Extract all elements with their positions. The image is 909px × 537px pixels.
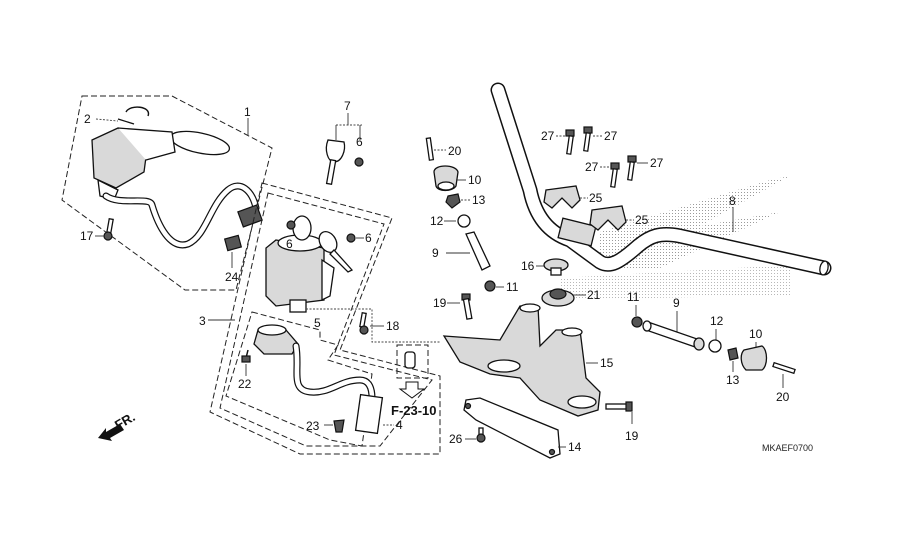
callout-19-right: 19 [625, 429, 639, 443]
callout-27-d: 27 [650, 156, 664, 170]
assembly-box-3 [209, 182, 441, 455]
part-circlip [125, 106, 150, 117]
part-collar-12-left [457, 214, 471, 228]
part-collar-12-right [708, 339, 722, 353]
part-shaft-9-right [642, 320, 705, 351]
callout-25-lower: 25 [635, 213, 649, 227]
part-insert-13-left [445, 193, 461, 209]
callout-10-left: 10 [468, 173, 482, 187]
part-lock-wire [292, 342, 376, 402]
part-clip-23 [333, 419, 345, 433]
part-weight-10-right [740, 345, 768, 371]
callout-11-right: 11 [627, 290, 640, 304]
callout-13-right: 13 [726, 373, 740, 387]
callout-26: 26 [449, 432, 463, 446]
part-bolt-26 [476, 427, 486, 443]
callout-18: 18 [386, 319, 400, 333]
callout-27-c: 27 [585, 160, 599, 174]
callout-22: 22 [238, 377, 252, 391]
callout-19-left: 19 [433, 296, 447, 310]
callout-23: 23 [306, 419, 320, 433]
callout-6-right: 6 [365, 231, 372, 245]
callout-6-top: 6 [356, 135, 363, 149]
part-handlebar[interactable] [490, 82, 832, 276]
assembly-box-3-inner [219, 192, 433, 447]
callout-17: 17 [80, 229, 94, 243]
callout-3: 3 [199, 314, 206, 328]
callout-15: 15 [600, 356, 614, 370]
part-connector [237, 204, 263, 228]
part-nut-11-right [631, 316, 643, 328]
part-bolt-27-d [627, 155, 637, 181]
part-ignition-switch[interactable] [265, 234, 335, 313]
assembly-box-1 [61, 95, 273, 291]
part-screw-20-left [425, 137, 435, 161]
part-bolt-19-left [461, 293, 473, 320]
part-bolt-22 [241, 349, 251, 363]
part-holder-25-upper [543, 185, 581, 209]
callout-5: 5 [314, 316, 321, 330]
callout-2: 2 [84, 112, 91, 126]
part-clip-24 [223, 234, 243, 252]
callout-27-a: 27 [541, 129, 555, 143]
callout-20-right: 20 [776, 390, 790, 404]
part-washer-6-right [346, 233, 356, 243]
part-key [325, 139, 346, 186]
part-top-bridge[interactable] [442, 303, 601, 417]
callout-14: 14 [568, 440, 582, 454]
part-washer-6-top [354, 157, 364, 167]
callout-16: 16 [521, 259, 535, 273]
part-screw-18 [359, 312, 369, 335]
part-seat-lock [253, 324, 299, 355]
part-reference-bolt [404, 351, 416, 369]
callout-8: 8 [729, 194, 736, 208]
front-arrow-icon [98, 424, 124, 441]
callout-10-right: 10 [749, 327, 763, 341]
reference-label[interactable]: F-23-10 [391, 403, 437, 418]
part-weight-10-left [433, 165, 459, 192]
part-switch-wire [102, 182, 260, 249]
assembly-box-5 [225, 311, 373, 447]
callout-6-left: 6 [286, 237, 293, 251]
part-bolt-19-right [605, 401, 633, 412]
leader-2 [95, 118, 119, 122]
callout-12-right: 12 [710, 314, 724, 328]
callout-21: 21 [587, 288, 601, 302]
part-bolt-27-a [565, 129, 575, 155]
callout-9-right: 9 [673, 296, 680, 310]
part-washer-6-left [286, 220, 296, 230]
part-unit-4 [354, 393, 384, 435]
part-shaft-9-left [465, 231, 491, 271]
part-ignition-key [292, 215, 354, 273]
part-nut-11-left [484, 280, 496, 292]
diagram-code: MKAEF0700 [762, 443, 813, 453]
callout-12-left: 12 [430, 214, 444, 228]
part-bolt-27-b [583, 126, 593, 152]
callout-20-left: 20 [448, 144, 462, 158]
callout-27-b: 27 [604, 129, 618, 143]
part-switch-housing[interactable] [91, 127, 231, 201]
callout-9-left: 9 [432, 246, 439, 260]
callout-1: 1 [244, 105, 251, 119]
callout-7: 7 [344, 99, 351, 113]
callout-11-left: 11 [506, 280, 519, 294]
reference-arrow-icon [398, 381, 426, 399]
part-screw-17 [103, 218, 114, 241]
callout-24: 24 [225, 270, 239, 284]
part-holder-25-lower [589, 205, 627, 231]
part-screw-20-right [772, 361, 796, 375]
part-nut-21 [541, 288, 575, 307]
part-cap-16 [543, 258, 569, 276]
part-bracket-14 [463, 397, 561, 459]
callout-25-upper: 25 [589, 191, 603, 205]
callout-13-left: 13 [472, 193, 486, 207]
reference-box [396, 344, 429, 379]
part-insert-13-right [727, 347, 739, 361]
callout-4: 4 [396, 418, 403, 432]
part-bolt-27-c [610, 162, 620, 188]
